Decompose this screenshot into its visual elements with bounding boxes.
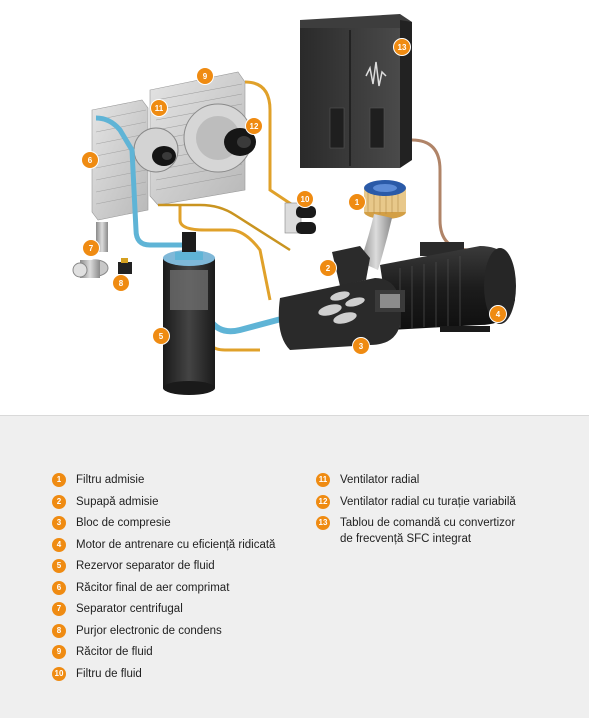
legend-number-badge: 11: [316, 473, 330, 487]
legend-label: Filtru de fluid: [76, 667, 142, 680]
legend-item: 11 Ventilator radial: [316, 472, 576, 488]
callout-badge-11: 11: [150, 99, 168, 117]
callout-number: 11: [155, 104, 164, 113]
compression-block: [278, 246, 405, 350]
legend-item: 12 Ventilator radial cu turație variabilă: [316, 494, 576, 510]
callout-number: 2: [326, 264, 331, 273]
legend-label: Răcitor de fluid: [76, 646, 153, 658]
callout-number: 3: [359, 342, 364, 351]
callout-number: 7: [89, 244, 94, 253]
callout-badge-5: 5: [152, 327, 170, 345]
legend-number-badge: 13: [316, 516, 330, 530]
callout-number: 13: [398, 43, 407, 52]
legend-number-badge: 12: [316, 494, 330, 509]
section-divider: [0, 415, 589, 416]
callout-number: 8: [119, 279, 124, 288]
legend-number-badge: 2: [52, 494, 66, 509]
control-cabinet: [300, 14, 412, 168]
legend-number-badge: 9: [52, 645, 66, 659]
callout-badge-13: 13: [393, 38, 411, 56]
legend-label: Rezervor separator de fluid: [76, 560, 215, 572]
legend-number-badge: 8: [52, 623, 66, 638]
callout-number: 12: [250, 122, 259, 131]
callout-badge-3: 3: [352, 337, 370, 355]
legend-item: 9 Răcitor de fluid: [52, 644, 297, 660]
legend-item: 2 Supapă admisie: [52, 494, 297, 510]
fluid-cooler: [149, 71, 256, 206]
callout-badge-1: 1: [348, 193, 366, 211]
condensate-drain: [118, 258, 132, 274]
separator-tank: [163, 232, 215, 395]
callout-badge-7: 7: [82, 239, 100, 257]
legend-column-right: 11 Ventilator radial 12 Ventilator radial …: [316, 472, 576, 553]
legend-number-badge: 1: [52, 473, 66, 487]
legend-label: Bloc de compresie: [76, 517, 171, 529]
legend-label: Ventilator radial: [340, 474, 420, 486]
callout-badge-12: 12: [245, 117, 263, 135]
legend-column-left: 1 Filtru admisie 2 Supapă admisie 3 Bloc de…: [52, 472, 297, 687]
legend-item: 5 Rezervor separator de fluid: [52, 558, 297, 574]
callout-number: 1: [355, 198, 360, 207]
legend-label: Răcitor final de aer comprimat: [76, 581, 230, 594]
callout-number: 4: [496, 310, 501, 319]
callout-badge-8: 8: [112, 274, 130, 292]
legend-label: Purjor electronic de condens: [76, 624, 222, 637]
legend-number-badge: 4: [52, 537, 66, 552]
callout-number: 9: [203, 72, 208, 81]
callout-badge-2: 2: [319, 259, 337, 277]
drive-motor: [380, 242, 516, 332]
callout-number: 6: [88, 156, 93, 165]
callout-badge-9: 9: [196, 67, 214, 85]
legend-label: Motor de antrenare cu eficiență ridicată: [76, 538, 276, 551]
legend-label: Supapă admisie: [76, 495, 159, 508]
legend-number-badge: 7: [52, 602, 66, 616]
legend-item: 4 Motor de antrenare cu eficiență ridicat…: [52, 537, 297, 553]
legend-item: 10 Filtru de fluid: [52, 666, 297, 682]
legend-item: 7 Separator centrifugal: [52, 601, 297, 617]
callout-number: 10: [301, 195, 310, 204]
legend-panel: 1 Filtru admisie 2 Supapă admisie 3 Bloc de…: [0, 416, 589, 718]
legend-label: Separator centrifugal: [76, 603, 183, 615]
legend-item: 13 Tablou de comandă cu convertizor de fr…: [316, 515, 576, 547]
callout-badge-6: 6: [81, 151, 99, 169]
fluid-filters: [284, 202, 316, 234]
legend-item: 8 Purjor electronic de condens: [52, 623, 297, 639]
legend-item: 6 Răcitor final de aer comprimat: [52, 580, 297, 596]
callout-number: 5: [159, 332, 164, 341]
legend-item: 1 Filtru admisie: [52, 472, 297, 488]
legend-number-badge: 3: [52, 516, 66, 530]
legend-number-badge: 10: [52, 666, 66, 681]
legend-number-badge: 6: [52, 580, 66, 595]
callout-badge-10: 10: [296, 190, 314, 208]
legend-label: Tablou de comandă cu convertizor de frec…: [340, 517, 516, 545]
callout-badge-4: 4: [489, 305, 507, 323]
legend-label: Ventilator radial cu turație variabilă: [340, 495, 516, 508]
legend-item: 3 Bloc de compresie: [52, 515, 297, 531]
legend-number-badge: 5: [52, 559, 66, 573]
legend-label: Filtru admisie: [76, 474, 145, 486]
